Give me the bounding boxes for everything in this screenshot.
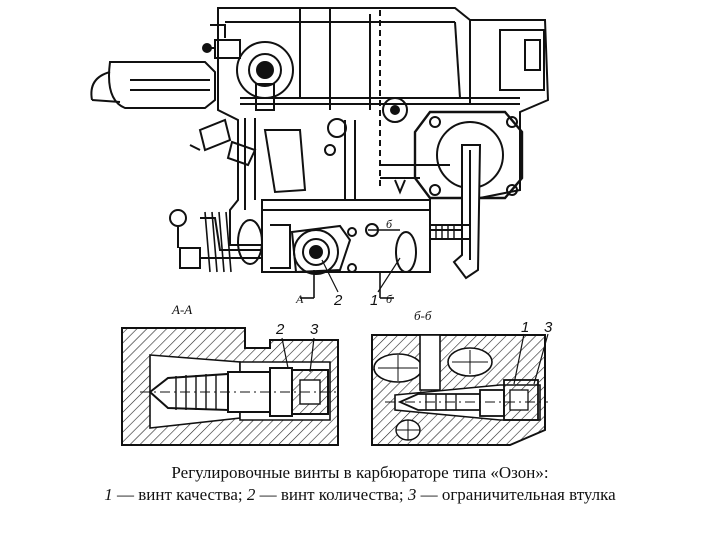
- caption-title: Регулировочные винты в карбюраторе типа …: [171, 463, 549, 482]
- section-a-callout-2: 2: [275, 321, 285, 338]
- legend-num-3: 3: [407, 485, 417, 504]
- legend-num-1: 1: [104, 485, 113, 504]
- callout-2-top: 2: [333, 292, 343, 309]
- carburetor-drawing: А б б 2 1 А-А 2 3 б-б: [90, 7, 553, 446]
- carburetor-top-view: [90, 7, 550, 299]
- legend-num-2: 2: [246, 485, 256, 504]
- section-b-drawing: [371, 333, 549, 446]
- callout-1-top: 1: [370, 292, 378, 309]
- section-b-callout-3: 3: [544, 319, 553, 336]
- section-mark-b-bottom: б: [386, 292, 393, 306]
- figure-caption: Регулировочные винты в карбюраторе типа …: [0, 462, 720, 506]
- legend-text-3: — ограничительная втулка: [416, 485, 616, 504]
- caption-legend: 1 — винт качества; 2 — винт количества; …: [0, 484, 720, 506]
- legend-text-2: — винт количества;: [255, 485, 408, 504]
- section-a-drawing: [121, 327, 340, 446]
- section-a-title: А-А: [171, 302, 192, 317]
- section-b-title: б-б: [414, 308, 432, 323]
- section-b-callout-1: 1: [521, 319, 529, 336]
- section-mark-a: А: [295, 292, 304, 306]
- section-mark-b-top: б: [386, 217, 393, 231]
- section-a-callout-3: 3: [310, 321, 319, 338]
- legend-text-1: — винт качества;: [112, 485, 247, 504]
